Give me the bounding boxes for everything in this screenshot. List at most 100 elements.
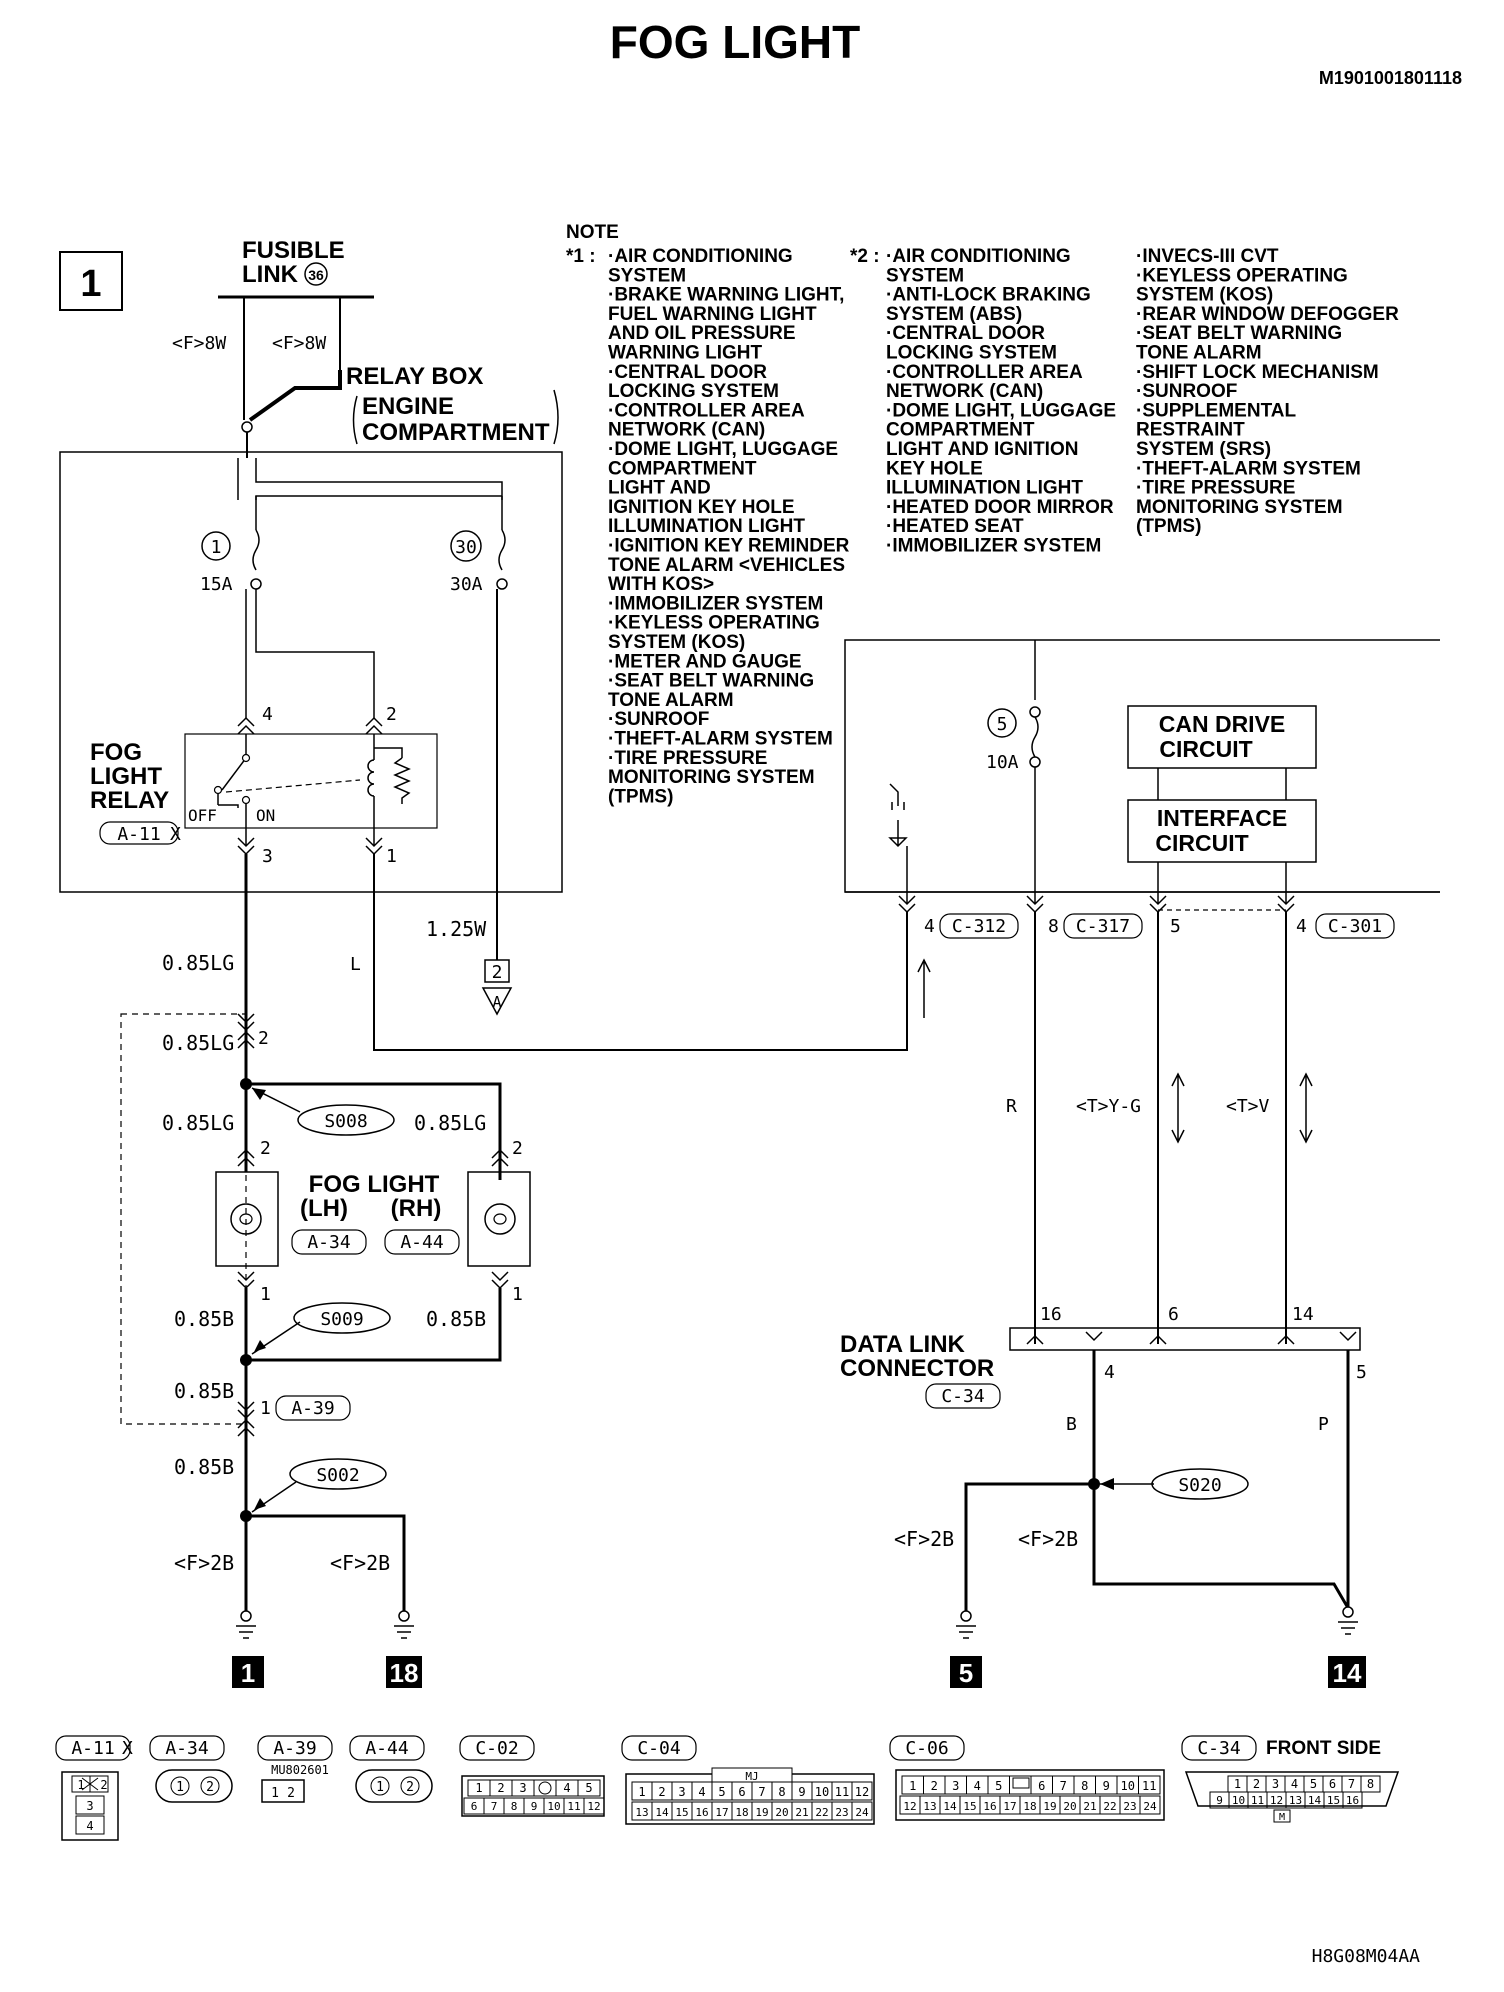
cv-c02-body [461,1775,605,1817]
connector-pin-label: 6 [738,1785,745,1799]
connector-pin-label: 13 [635,1806,648,1819]
fog-light-relay-label-2: LIGHT [90,763,162,790]
connector-pin-label: 1 [475,1781,482,1795]
note-item: SYSTEM (ABS) [886,304,1022,325]
cv-a11-pin-1: 1 [77,1778,84,1792]
cv-a34-pin-2-ring [200,1776,220,1796]
wire-label-lg2: 0.85LG [162,1031,234,1055]
cv-c34-caption: FRONT SIDE [1266,1738,1381,1759]
ecu-input-switch [888,783,908,848]
connector-pin-label: 14 [655,1806,669,1819]
note-item: ILLUMINATION LIGHT [608,516,805,537]
fog-light-lh-label: (LH) [300,1195,348,1222]
connector-pin-label: 24 [1143,1800,1157,1813]
note-item: ·DOME LIGHT, LUGGAGE [608,439,838,460]
connector-pin-label: 23 [835,1806,848,1819]
relay-connector-box [99,821,179,845]
note-item: COMPARTMENT [608,458,757,479]
cv-a44-pin-1-ring [370,1776,390,1796]
connector-pin-label: 5 [1310,1777,1317,1791]
interface-circuit [1127,799,1317,863]
cv-c34-label-box [1181,1735,1257,1761]
connector-pin-label: 22 [1103,1800,1116,1813]
connector-view-a34: A-34 1 2 [149,1735,233,1803]
note-item: ·SHIFT LOCK MECHANISM [1136,362,1379,383]
cv-c34-label: C-34 [1197,1738,1240,1759]
connector-pin-label: 10 [547,1800,560,1813]
connector-pin-label: 12 [855,1785,869,1799]
fuse-1-number: 1 [211,537,222,558]
connector-pin-cell [851,1801,873,1821]
relay-resistor [393,757,411,804]
connector-box-a39 [275,1395,351,1421]
note-item: ·IMMOBILIZER SYSTEM [886,536,1101,557]
wire-label-b1: 0.85B [174,1307,234,1331]
cv-a11-x-mark [81,1777,99,1791]
wire-label-l: L [350,954,361,975]
note-item: WARNING LIGHT [608,343,762,364]
bidir-arrow-tv [1299,1072,1313,1144]
note-item: ·AIR CONDITIONING [608,246,793,267]
cv-c06-key-icon [1012,1777,1030,1789]
connector-pin-label: 20 [1063,1800,1076,1813]
splice-s009-leader-arrow [254,1340,266,1352]
connector-pin-label: 11 [567,1800,580,1813]
fog-rh-pin1-connector [491,1271,509,1290]
cv-c02-label: C-02 [475,1738,518,1759]
connector-pin-label: 5 [718,1785,725,1799]
fog-lh-bulb [230,1203,262,1235]
connector-pin-label: 18 [1023,1800,1036,1813]
note-item: TONE ALARM [1136,343,1262,364]
connector-pin-cell [1360,1775,1381,1793]
cv-a34-label: A-34 [165,1738,208,1759]
page-title: FOG LIGHT [610,16,860,68]
cv-a44-label: A-44 [365,1738,408,1759]
can-drive-circuit [1127,705,1317,769]
dlc-label-2: CONNECTOR [840,1355,994,1382]
fuse-5-element [1031,716,1039,758]
wire-ground-5 [964,1482,1094,1612]
connector-pin-cell [1342,1791,1363,1809]
connector-pin-label: 4 [698,1785,705,1799]
connector-box-a34 [291,1229,367,1255]
note-item: MONITORING SYSTEM [1136,497,1343,518]
note-item: RESTRAINT [1136,420,1245,441]
connector-pin-label: 16 [695,1806,708,1819]
inline-connector-a39 [237,1401,255,1437]
fog-rh-filament [493,1213,507,1225]
note-item: AND OIL PRESSURE [608,323,796,344]
cv-c34-body [1184,1771,1400,1807]
cv-a11-cell-3 [75,1795,105,1815]
cv-c04-label-box [621,1735,697,1761]
cv-c34-tag: M [1279,1812,1285,1823]
connector-pin-label: 15 [963,1800,976,1813]
wire-label-b4: 0.85B [174,1455,234,1479]
ground-14-number: 14 [1333,1658,1362,1688]
cv-c06-label-box [889,1735,965,1761]
note-item: ·TIRE PRESSURE [608,748,767,769]
wire-label-f8w-left: <F>8W [172,333,226,354]
wire-label-p-dlc: P [1318,1414,1329,1435]
note-item: WITH KOS> [608,574,714,595]
note-item: TONE ALARM [608,690,734,711]
connector-pin-label: 5 [995,1779,1002,1793]
fuse-5-bottom-terminal [1029,756,1041,768]
fog-light-relay-label-3: RELAY [90,787,169,814]
relay-off-wire [218,804,239,808]
fog-light-relay-body [184,733,438,829]
connector-pin-label: 6 [1329,1777,1336,1791]
note-item: LIGHT AND IGNITION [886,439,1078,460]
connector-pin-label: 17 [1003,1800,1016,1813]
connector-pin-label: 13 [1289,1794,1302,1807]
note-item: ·CONTROLLER AREA [608,400,805,421]
connector-view-a11: A-11 X 1 2 3 4 [55,1735,133,1841]
connector-pin-label: 3 [678,1785,685,1799]
note-item: TONE ALARM <VEHICLES [608,555,845,576]
fuse-5-rating: 10A [986,752,1019,773]
connector-pin-label: 10 [1121,1779,1135,1793]
data-link-connector [1009,1327,1361,1351]
connector-pin-label: 8 [1081,1779,1088,1793]
fusible-link-number-circle [304,262,328,286]
